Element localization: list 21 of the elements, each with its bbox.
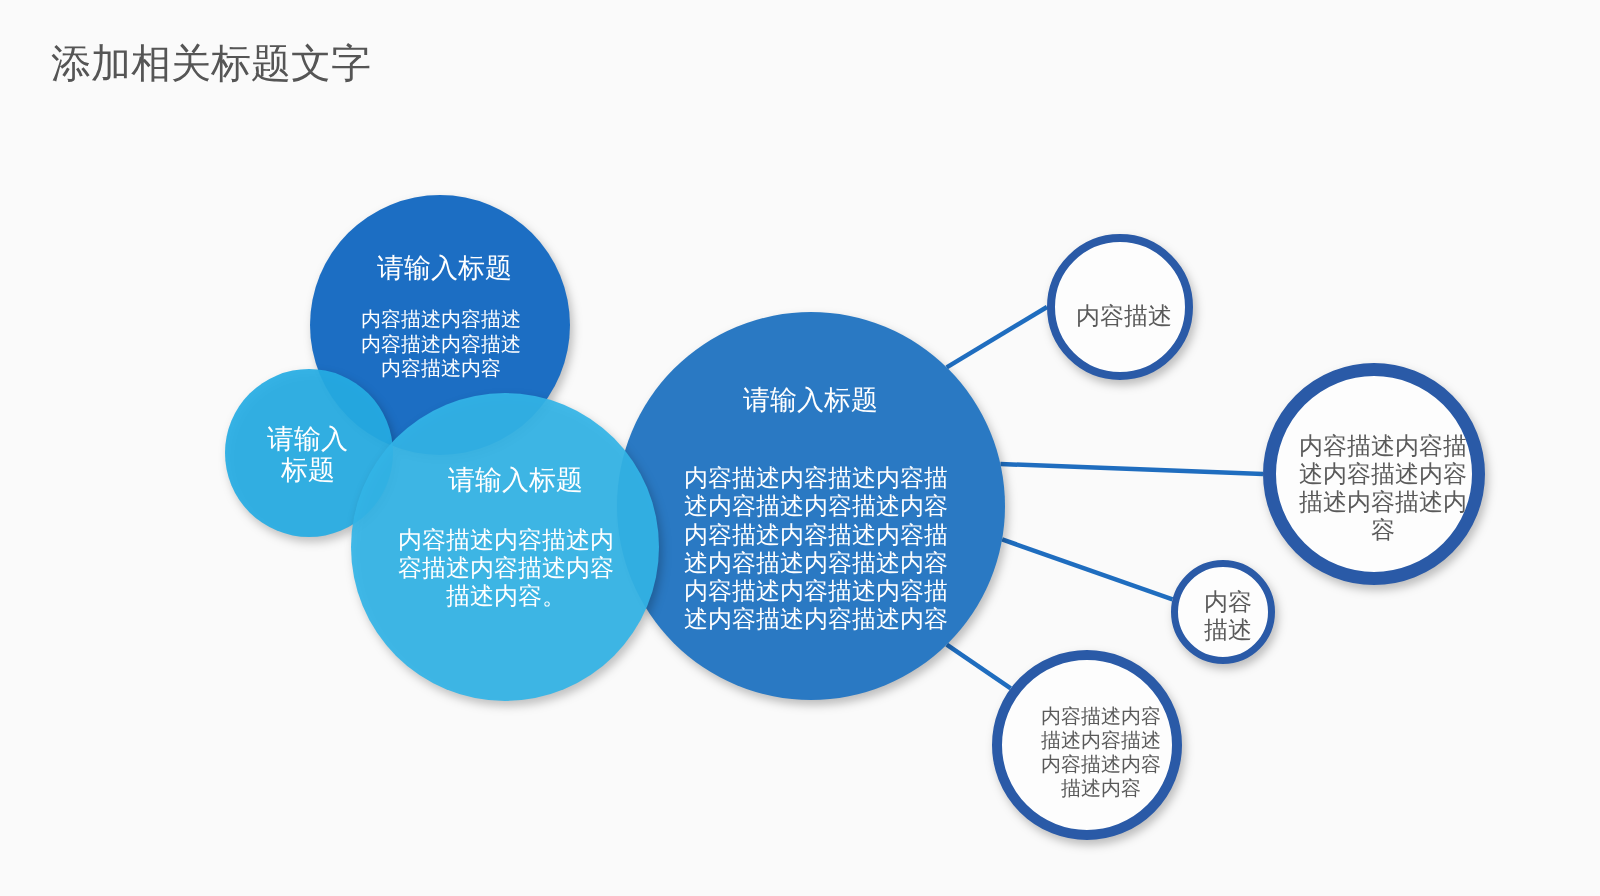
ring-circle [992, 650, 1182, 840]
description-text: 内容描述内容描述内容描述内容描述内容描述内容 [1298, 432, 1468, 544]
connector-line [1000, 461, 1264, 477]
title: 添加相关标题文字 [51, 39, 371, 88]
heading: 请输入标题 [266, 423, 350, 485]
description-text: 内容描述 [1075, 302, 1173, 330]
ring-circle [1047, 234, 1193, 380]
description-text: 内容描述 [1203, 588, 1253, 644]
connector-line [945, 305, 1049, 370]
circle [351, 393, 659, 701]
ring-circle [1171, 560, 1275, 664]
heading: 请输入标题 [742, 383, 880, 417]
description-text: 内容描述内容描述内容描述内容描述内容描述内容。 [397, 526, 615, 610]
connector-line [945, 642, 1012, 691]
description-text: 内容描述内容描述内容描述内容描述内容描述内容内容描述内容描述内容描述内容描述内容描述内容内容描述内容描述内容描述内容描述内容描述内容 [683, 464, 949, 634]
ring-circle [1263, 363, 1485, 585]
description-text: 内容描述内容描述内容描述内容描述内容描述内容 [360, 307, 522, 381]
connector-line [1001, 537, 1174, 602]
description-text: 内容描述内容描述内容描述内容描述内容描述内容 [1040, 704, 1162, 800]
heading: 请输入标题 [447, 463, 585, 497]
heading: 请输入标题 [376, 251, 514, 285]
